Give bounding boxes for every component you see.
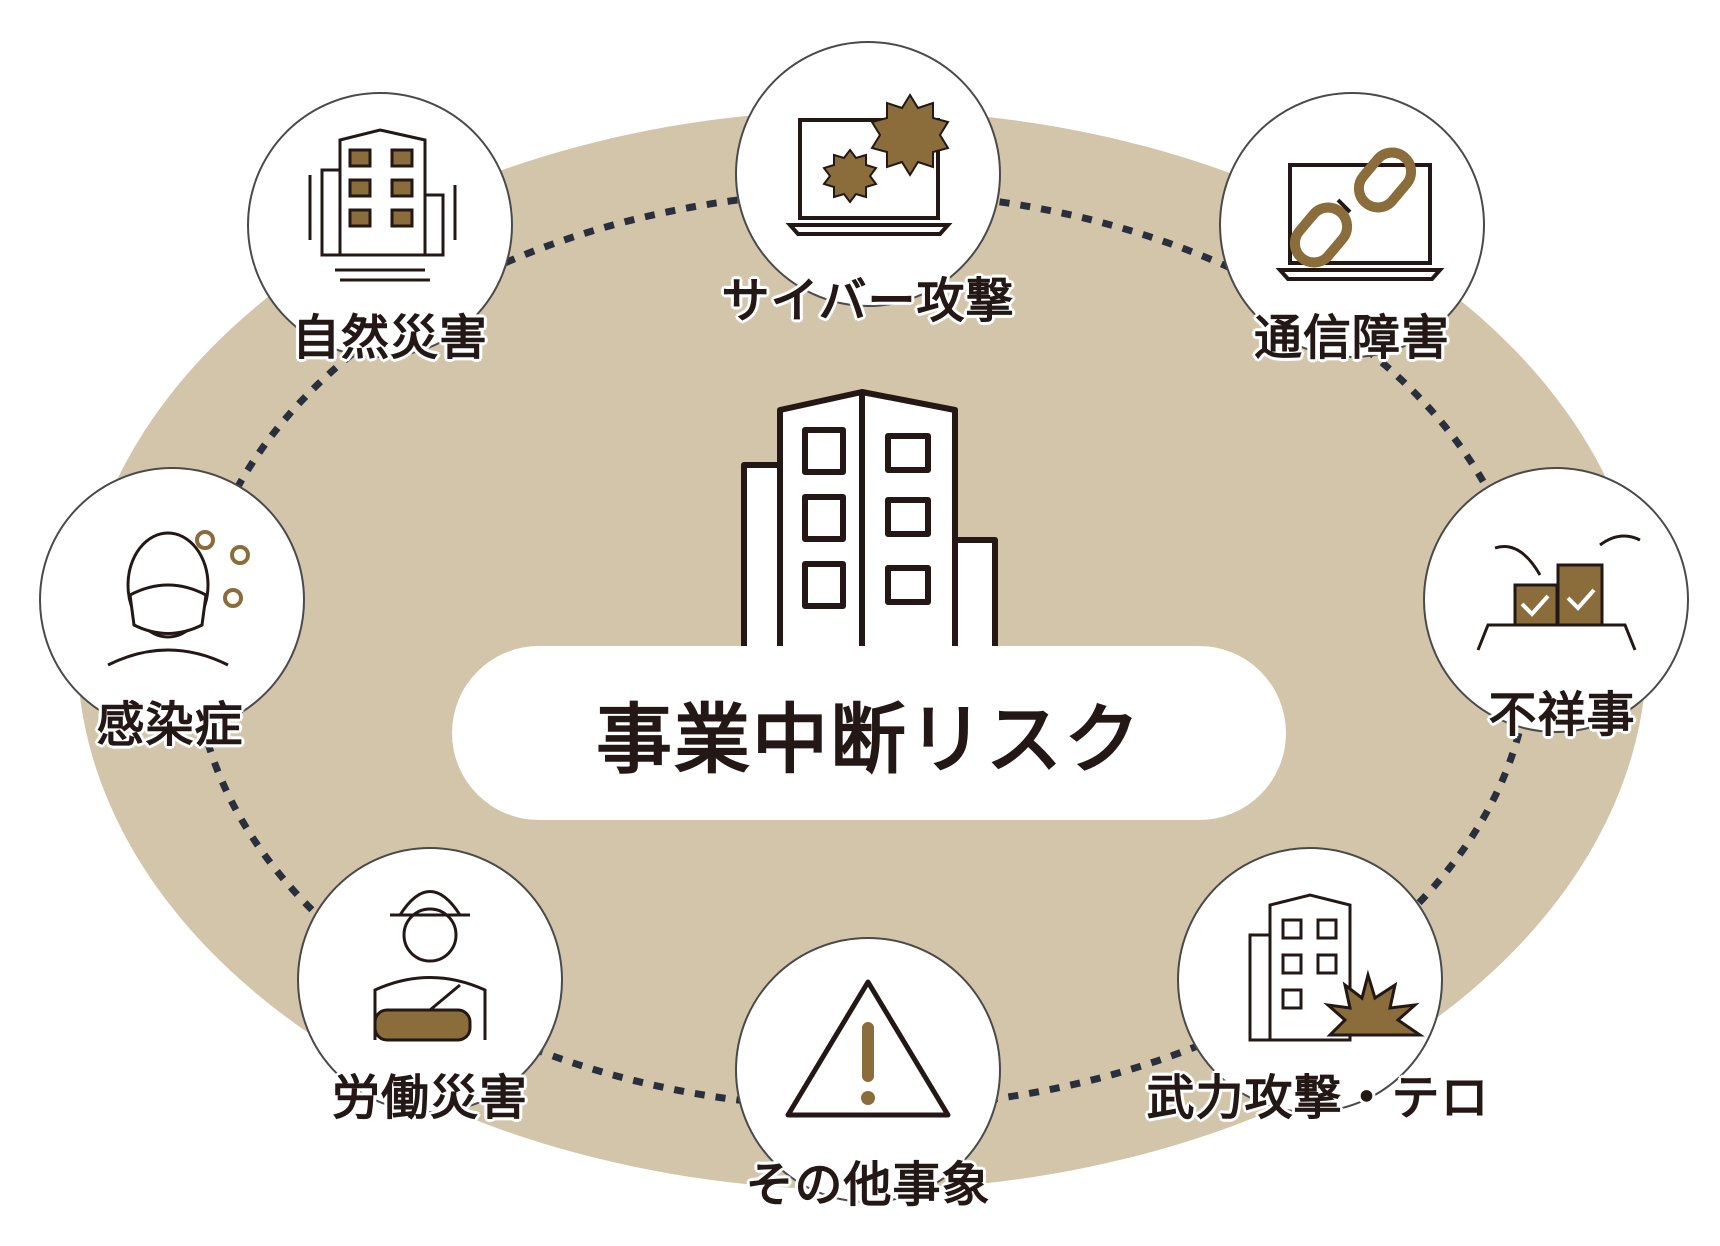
building-explosion-icon (1248, 893, 1425, 1042)
risk-label-terror: 武力攻撃・テロ (1146, 1070, 1490, 1126)
shaking-building-icon (308, 128, 457, 282)
risk-label-disaster: 自然災害 (291, 310, 489, 366)
risk-label-scandal: 不祥事 (1488, 687, 1636, 743)
risk-label-cyber: サイバー攻撃 (721, 273, 1015, 329)
injured-worker-icon (373, 890, 487, 1042)
risk-node-infection (39, 467, 305, 733)
risk-label-network: 通信障害 (1253, 310, 1451, 366)
risk-label-other: その他事象 (745, 1157, 991, 1213)
laptop-virus-icon (785, 93, 953, 236)
warning-triangle-icon (785, 979, 951, 1118)
risk-label-labor: 労働災害 (331, 1070, 529, 1126)
risk-label-infection: 感染症 (96, 697, 244, 753)
center-label: 事業中断リスク (452, 646, 1286, 820)
risk-node-network (1219, 92, 1485, 358)
risk-node-labor (297, 847, 563, 1113)
risk-node-scandal (1423, 467, 1689, 733)
hands-boxes-icon (1476, 534, 1641, 651)
risk-node-other (735, 937, 1001, 1203)
masked-person-virus-icon (107, 530, 250, 667)
risk-node-disaster (247, 92, 513, 358)
laptop-broken-chain-icon (1275, 147, 1445, 281)
risk-node-terror (1177, 847, 1443, 1113)
risk-node-cyber (735, 41, 1001, 307)
